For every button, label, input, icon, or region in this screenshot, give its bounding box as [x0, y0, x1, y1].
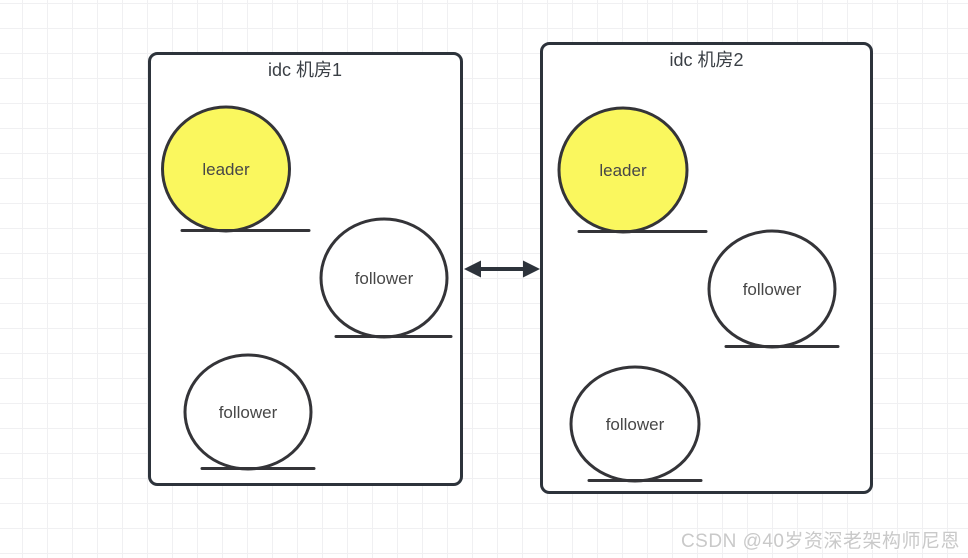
sync-arrow-right-head-icon [523, 260, 540, 278]
idc1-follower2-node [183, 353, 316, 471]
idc2-follower1-node [707, 229, 840, 349]
idc2-leader-circle [557, 106, 689, 234]
idc2-follower1-circle [707, 229, 837, 349]
idc2-leader-node [557, 106, 708, 234]
idc1-follower1-node [319, 217, 453, 339]
idc1-follower1-circle [319, 217, 449, 339]
idc2-follower2-node [569, 365, 703, 483]
idc1-leader-node [161, 105, 311, 233]
sync-arrow [464, 260, 540, 278]
idc1-leader-circle [161, 105, 291, 233]
sync-arrow-left-head-icon [464, 260, 481, 278]
idc2-follower2-circle [569, 365, 701, 483]
idc1-follower2-circle [183, 353, 313, 471]
